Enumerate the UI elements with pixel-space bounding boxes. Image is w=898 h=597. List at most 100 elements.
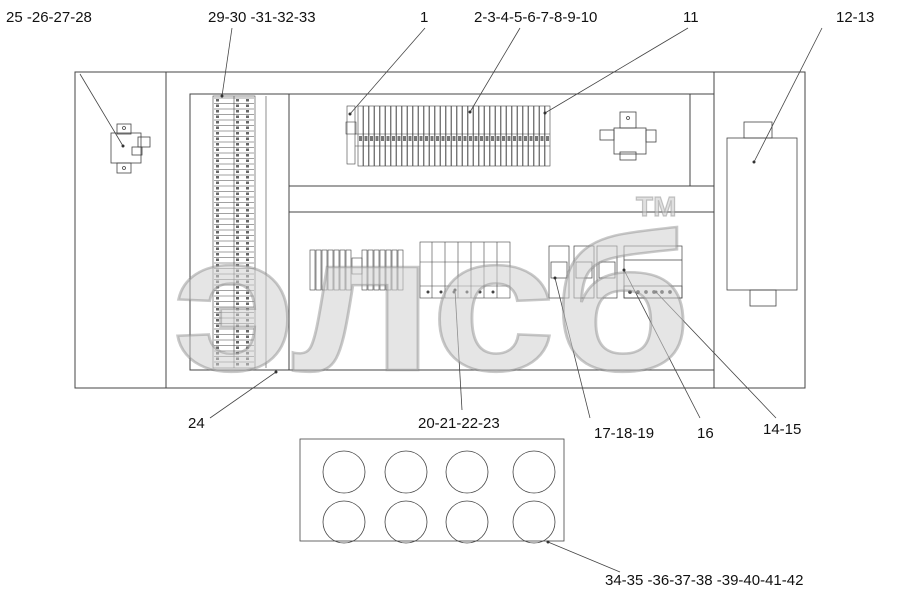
terminal-slot <box>522 105 529 167</box>
terminal-screw <box>236 269 239 272</box>
terminal-screw <box>216 99 219 102</box>
terminal-screw <box>216 209 219 212</box>
terminal-slot <box>533 105 540 167</box>
terminal-screw <box>236 264 239 267</box>
terminal-slot <box>478 105 485 167</box>
terminal-screw <box>502 136 505 141</box>
terminal-screw <box>236 104 239 107</box>
callout-label: 34-35 -36-37-38 -39-40-41-42 <box>605 572 804 589</box>
terminal-screw <box>216 203 219 206</box>
terminal-screw <box>216 170 219 173</box>
terminal-screw <box>236 280 239 283</box>
terminal-screw <box>216 181 219 184</box>
watermark-text: элсб <box>172 194 692 412</box>
terminal-screw <box>392 136 395 141</box>
terminal-screw <box>216 335 219 338</box>
terminal-screw <box>236 110 239 113</box>
terminal-screw <box>216 225 219 228</box>
terminal-screw <box>535 136 538 141</box>
terminal-screw <box>469 136 472 141</box>
callout-label: 24 <box>188 415 205 432</box>
terminal-screw <box>216 258 219 261</box>
terminal-screw <box>246 341 249 344</box>
watermark-tm: TM <box>636 191 676 222</box>
terminal-screw <box>246 313 249 316</box>
terminal-slot <box>315 249 322 291</box>
terminal-screw <box>216 357 219 360</box>
terminal-screw <box>246 231 249 234</box>
terminal-slot <box>489 105 496 167</box>
terminal-screw <box>216 363 219 366</box>
terminal-screw <box>236 258 239 261</box>
terminal-screw <box>236 209 239 212</box>
terminal-slot <box>390 105 397 167</box>
terminal-screw <box>246 324 249 327</box>
terminal-screw <box>246 302 249 305</box>
terminal-screw <box>246 236 249 239</box>
meter-terminal <box>628 290 632 294</box>
meter-terminal <box>660 290 664 294</box>
terminal-screw <box>236 286 239 289</box>
terminal-screw <box>246 176 249 179</box>
cable-gland <box>384 500 428 544</box>
terminal-screw <box>246 104 249 107</box>
callout-label: 17-18-19 <box>594 425 655 442</box>
terminal-screw <box>524 136 527 141</box>
mid-terminals <box>309 249 404 291</box>
terminal-screw <box>246 187 249 190</box>
terminal-screw <box>496 136 500 141</box>
terminal-screw <box>216 236 219 239</box>
callout-label: 14-15 <box>763 421 802 438</box>
terminal-screw <box>246 137 249 140</box>
terminal-screw <box>236 297 239 300</box>
callout-label: 11 <box>683 9 699 26</box>
terminal-screw <box>529 136 533 141</box>
callout-label: 2-3-4-5-6-7-8-9-10 <box>474 9 598 26</box>
terminal-screw <box>246 121 249 124</box>
terminal-screw <box>216 346 219 349</box>
terminal-screw <box>216 297 219 300</box>
terminal-screw <box>370 136 373 141</box>
terminal-screw <box>246 242 249 245</box>
terminal-screw <box>236 198 239 201</box>
cabinet-outline <box>74 71 806 389</box>
terminal-slot <box>528 105 534 167</box>
terminal-screw <box>246 330 249 333</box>
terminal-screw <box>518 136 522 141</box>
terminal-screw <box>408 136 412 141</box>
terminal-screw <box>436 136 439 141</box>
terminal-screw <box>216 242 219 245</box>
terminal-screw <box>246 132 249 135</box>
terminal-screw <box>540 136 544 141</box>
meter-terminal <box>636 290 640 294</box>
terminal-screw <box>236 203 239 206</box>
terminal-slot <box>407 105 413 167</box>
cable-gland <box>384 450 428 494</box>
terminal-slot <box>500 105 507 167</box>
terminal-screw <box>246 148 249 151</box>
terminal-screw <box>425 136 428 141</box>
terminal-screw <box>246 280 249 283</box>
terminal-screw <box>216 352 219 355</box>
terminal-slot <box>321 249 328 291</box>
callout-label: 16 <box>697 425 714 442</box>
terminal-slot <box>506 105 512 167</box>
terminal-slot <box>462 105 468 167</box>
terminal-screw <box>246 209 249 212</box>
terminal-screw <box>513 136 516 141</box>
terminal-screw <box>236 99 239 102</box>
terminal-screw <box>236 247 239 250</box>
terminal-screw <box>381 136 384 141</box>
terminal-screw <box>246 308 249 311</box>
terminal-screw <box>236 253 239 256</box>
terminal-screw <box>430 136 434 141</box>
terminal-screw <box>236 242 239 245</box>
terminal-screw <box>236 165 239 168</box>
terminal-screw <box>491 136 494 141</box>
terminal-screw <box>246 203 249 206</box>
terminal-slot <box>401 105 408 167</box>
terminal-screw <box>236 352 239 355</box>
terminal-screw <box>246 275 249 278</box>
terminal-slot <box>374 105 380 167</box>
terminal-screw <box>246 286 249 289</box>
